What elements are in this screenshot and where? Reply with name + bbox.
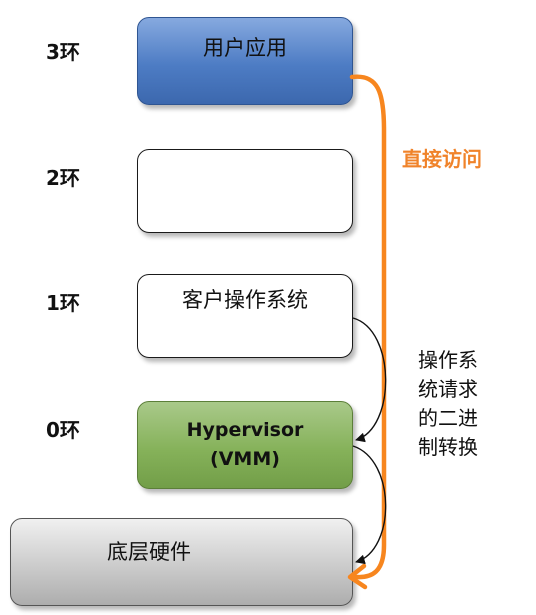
guest-os-label: 客户操作系统 bbox=[182, 288, 308, 312]
ring-2-label: 2环 bbox=[46, 166, 80, 190]
hardware-box: 底层硬件 bbox=[10, 518, 353, 606]
ring-0-label: 0环 bbox=[46, 418, 80, 442]
direct-access-label: 直接访问 bbox=[402, 147, 482, 171]
ring-2-empty-box bbox=[137, 149, 353, 233]
hypervisor-to-hardware-arrow bbox=[352, 445, 387, 565]
hypervisor-label: Hypervisor (VMM) bbox=[186, 418, 304, 470]
ring-3-label: 3环 bbox=[46, 40, 80, 64]
user-application-label: 用户应用 bbox=[203, 36, 287, 60]
os-to-hypervisor-arrow bbox=[352, 317, 387, 443]
hardware-label: 底层硬件 bbox=[107, 540, 191, 564]
direct-access-arrowhead bbox=[347, 563, 368, 590]
guest-os-box: 客户操作系统 bbox=[137, 274, 353, 358]
ring-1-label: 1环 bbox=[46, 291, 80, 315]
hypervisor-box: Hypervisor (VMM) bbox=[137, 401, 353, 489]
binary-translation-label: 操作系 统请求 的二进 制转换 bbox=[418, 348, 478, 459]
direct-access-arrow bbox=[349, 74, 387, 580]
user-application-box: 用户应用 bbox=[137, 17, 353, 105]
